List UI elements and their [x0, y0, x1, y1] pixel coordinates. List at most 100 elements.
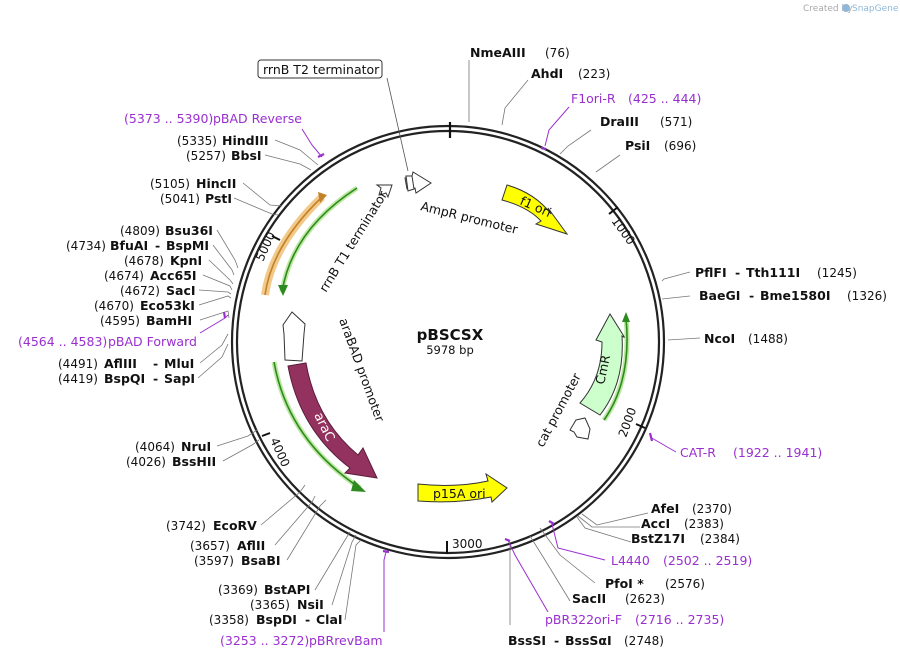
- position-label: (4672): [120, 284, 160, 298]
- position-label: (4670): [94, 299, 134, 313]
- position-label: (2623): [625, 592, 665, 606]
- site-name-label: BfuAI: [110, 238, 148, 253]
- green-strand-arrowhead: [278, 285, 288, 296]
- position-label: (2370): [692, 502, 732, 516]
- p15a-ori-label: p15A ori: [433, 486, 486, 501]
- tick-label-2000: 2000: [616, 406, 640, 439]
- green-strand-line: [281, 187, 358, 293]
- site-name-label: BssSI: [508, 633, 546, 648]
- site-bspqi-sapi[interactable]: (4419)BspQI-SapI: [58, 371, 195, 386]
- site-nmeaiii[interactable]: NmeAIII(76): [470, 45, 570, 60]
- site-name-label: BssSαI: [565, 633, 612, 648]
- site-nsii[interactable]: (3365)NsiI: [250, 597, 324, 612]
- position-label: (4809): [120, 224, 160, 238]
- site-kpni[interactable]: (4678)KpnI: [124, 253, 202, 268]
- site-psii[interactable]: PsiI(696): [625, 138, 696, 153]
- arabad-promoter-label: araBAD promoter: [336, 316, 388, 425]
- feature-ampr-promoter[interactable]: AmpR promoter: [404, 171, 520, 237]
- feature-rrnb-t1-terminator[interactable]: rrnB T1 terminator: [316, 184, 393, 295]
- feature-arac[interactable]: araC: [271, 361, 378, 492]
- cat-promoter-arrow: [569, 417, 591, 440]
- site-bsshii[interactable]: (4026)BssHII: [126, 454, 216, 469]
- credit-prefix: Created by: [803, 4, 853, 14]
- site-pflfi-tth111i[interactable]: PflFI-Tth111I(1245): [695, 265, 857, 280]
- site-bstapi[interactable]: (3369)BstAPI: [218, 582, 310, 597]
- site-bsssi-bsssai[interactable]: BssSI-BssSαI(2748): [508, 633, 664, 648]
- site-pfoi[interactable]: PfoI * (2576): [605, 576, 705, 591]
- site-eco53ki[interactable]: (4670)Eco53kI: [94, 298, 195, 313]
- site-afliii-mlui[interactable]: (4491)AflIII-MluI: [58, 356, 194, 371]
- site-acci[interactable]: AccI(2383): [641, 516, 724, 531]
- primer-f1ori-r[interactable]: F1ori-R(425 .. 444): [571, 91, 701, 106]
- site-acc65i[interactable]: (4674)Acc65I: [104, 268, 197, 283]
- site-name-label: BspDI: [256, 612, 297, 627]
- site-name-label: BamHI: [146, 313, 192, 328]
- site-bbsi[interactable]: (5257)BbsI: [186, 148, 262, 163]
- position-label: (4419): [58, 372, 98, 386]
- primer-l4440[interactable]: L4440(2502 .. 2519): [611, 553, 752, 568]
- site-hindiii[interactable]: (5335)HindIII: [177, 133, 269, 148]
- primer-pbrrevbam[interactable]: (3253 .. 3272)pBRrevBam: [220, 633, 383, 648]
- position-label: (4491): [58, 357, 98, 371]
- primer-pbad-reverse[interactable]: (5373 .. 5390)pBAD Reverse: [124, 111, 302, 126]
- site-bspdi-clai[interactable]: (3358)BspDI-ClaI: [209, 612, 343, 627]
- site-name-label: BssHII: [172, 454, 216, 469]
- name-separator: -: [554, 633, 559, 648]
- primer-cat-r[interactable]: CAT-R(1922 .. 1941): [680, 445, 822, 460]
- site-nrui[interactable]: (4064)NruI: [135, 439, 211, 454]
- primer-pbr322ori-f[interactable]: pBR322ori-F(2716 .. 2735): [545, 612, 724, 627]
- position-label: (2502 .. 2519): [663, 553, 752, 568]
- site-name-label: PfoI *: [605, 576, 644, 591]
- site-name-label: pBAD Forward: [108, 334, 197, 349]
- site-name-label: KpnI: [170, 253, 202, 268]
- site-name-label: BsaBI: [241, 553, 281, 568]
- site-name-label: BaeGI: [699, 288, 740, 303]
- site-psti[interactable]: (5041)PstI: [160, 191, 232, 206]
- orange-strand-line: [264, 196, 323, 296]
- site-bsabi[interactable]: (3597)BsaBI: [194, 553, 281, 568]
- rrnb-t1-arrow: [375, 184, 393, 199]
- site-name-label: NcoI: [704, 331, 735, 346]
- site-sacii[interactable]: SacII(2623): [572, 591, 665, 606]
- site-saci[interactable]: (4672)SacI: [120, 283, 196, 298]
- position-label: (1922 .. 1941): [733, 445, 822, 460]
- cat-promoter-label: cat promoter: [532, 370, 584, 450]
- site-bsu36i[interactable]: (4809)Bsu36I: [120, 223, 213, 238]
- site-name-label: EcoRV: [213, 518, 257, 533]
- feature-p15a-ori[interactable]: p15A ori: [417, 472, 508, 503]
- site-baegi-bme1580i[interactable]: BaeGI-Bme1580I(1326): [699, 288, 887, 303]
- site-ahdi[interactable]: AhdI(223): [531, 66, 610, 81]
- position-label: (5257): [186, 149, 226, 163]
- feature-cat-promoter[interactable]: cat promoter: [532, 370, 591, 450]
- position-label: (425 .. 444): [628, 91, 701, 106]
- site-ecorv[interactable]: (3742)EcoRV: [166, 518, 257, 533]
- position-label: (3369): [218, 583, 258, 597]
- arabad-promoter-arrow: [282, 311, 306, 362]
- site-hincii[interactable]: (5105)HincII: [150, 176, 236, 191]
- feature-cmr[interactable]: CmR: [579, 312, 630, 422]
- cmr-strand-arrowhead: [622, 312, 630, 322]
- name-separator: -: [749, 288, 754, 303]
- site-bfuai-bspmi[interactable]: (4734)BfuAI-BspMI: [66, 238, 209, 253]
- site-afei[interactable]: AfeI(2370): [651, 501, 732, 516]
- position-label: (2383): [684, 517, 724, 531]
- site-name-label: Acc65I: [150, 268, 197, 283]
- site-draiii[interactable]: DraIII(571): [600, 114, 692, 129]
- position-label: (2716 .. 2735): [635, 612, 724, 627]
- site-name-label: BspQI: [104, 371, 145, 386]
- site-name-label: PstI: [205, 191, 232, 206]
- site-aflii[interactable]: (3657)AflII: [190, 538, 265, 553]
- position-label: (2576): [665, 577, 705, 591]
- plasmid-name: pBSCSX: [417, 326, 484, 344]
- site-name-label: NruI: [181, 439, 211, 454]
- feature-rrnb-t2-terminator[interactable]: rrnB T2 terminator: [257, 59, 415, 192]
- site-name-label: pBRrevBam: [309, 633, 383, 648]
- primer-pbad-forward[interactable]: (4564 .. 4583)pBAD Forward: [18, 334, 197, 349]
- site-ncoi[interactable]: NcoI(1488): [704, 331, 788, 346]
- site-bstz17i[interactable]: BstZ17I(2384): [631, 531, 740, 546]
- site-name-label: ClaI: [316, 612, 343, 627]
- arac-strand-line: [273, 361, 361, 489]
- site-bamhi[interactable]: (4595)BamHI: [100, 313, 192, 328]
- name-separator: -: [305, 612, 310, 627]
- site-name-label: HincII: [196, 176, 236, 191]
